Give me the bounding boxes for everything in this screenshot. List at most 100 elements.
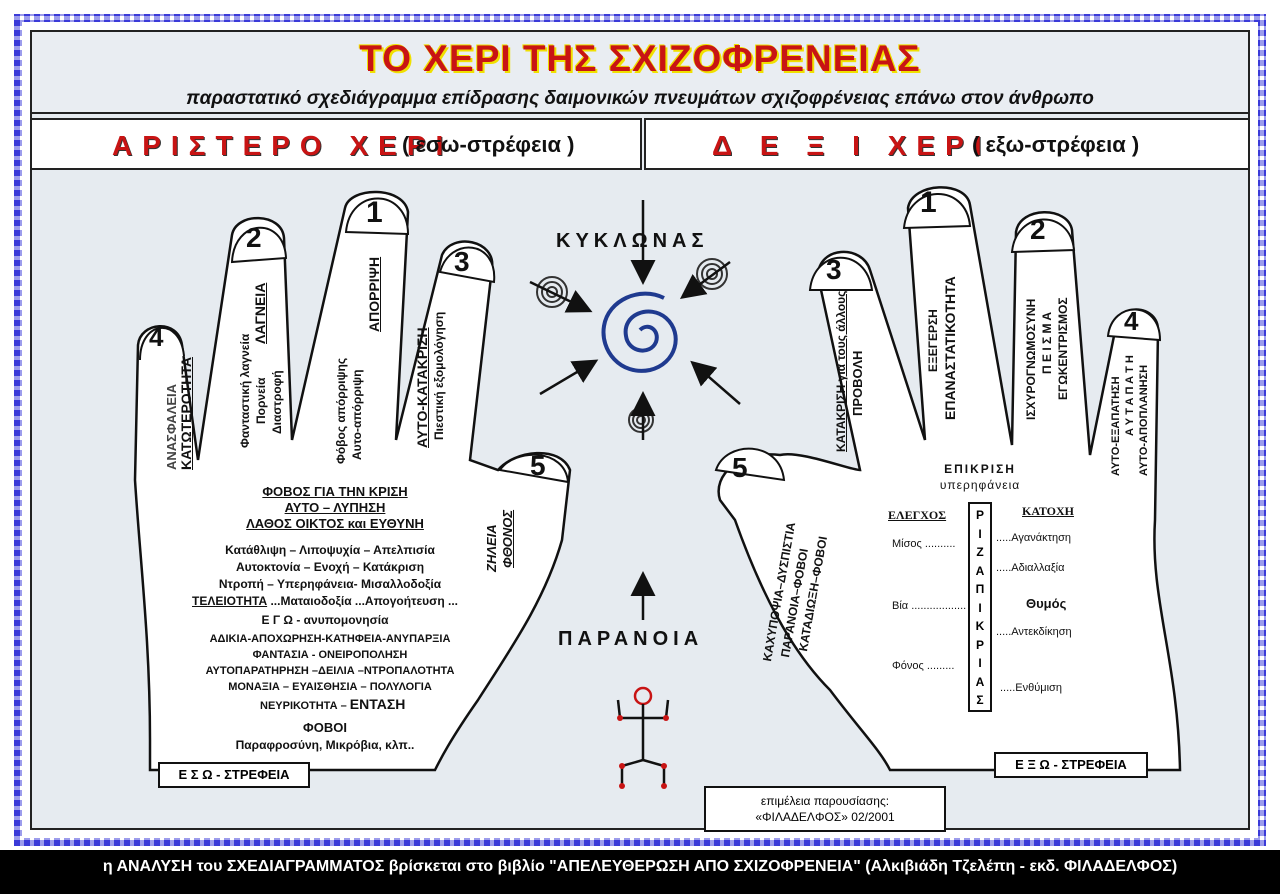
right-finger-4-number: 4 xyxy=(1124,306,1139,336)
riza-letter: Ρ xyxy=(975,637,984,652)
left-palm-l1: ΦΟΒΟΣ ΓΙΑ ΤΗΝ ΚΡΙΣΗ xyxy=(262,484,408,499)
left-finger-5-number: 5 xyxy=(530,450,546,481)
right-f2-peisma: Π Ε Ι Σ Μ Α xyxy=(1040,311,1054,374)
left-hand-heading: ΑΡΙΣΤΕΡΟ ΧΕΡΙ xyxy=(112,130,454,161)
credit-line-2: «ΦΙΛΑΔΕΛΦΟΣ» 02/2001 xyxy=(755,810,895,824)
right-f4-autoapoplanisi: ΑΥΤΟ-ΑΠΟΠΛΑΝΗΣΗ xyxy=(1138,364,1150,476)
right-f4-aftapati: Α Υ Τ Α Π Α Τ Η xyxy=(1124,355,1136,436)
left-palm-l2: ΑΥΤΟ – ΛΥΠΗΣΗ xyxy=(284,500,386,515)
right-hand-heading: Δ Ε Ξ Ι ΧΕΡΙ xyxy=(712,130,992,161)
left-f2-fantastiki: Φανταστική λαγνεία xyxy=(238,333,252,448)
left-palm-nevrikotita: ΝΕΥΡΙΚΟΤΗΤΑ – xyxy=(260,700,347,712)
right-hand-heading-sub: ( εξω-στρέφεια ) xyxy=(972,132,1140,157)
left-finger-3-number: 3 xyxy=(454,246,470,277)
right-finger-2-number: 2 xyxy=(1030,214,1046,245)
right-palm-via: Βία .................. xyxy=(892,600,967,612)
left-palm-l6: Ντροπή – Υπερηφάνεια- Μισαλλοδοξία xyxy=(218,577,442,591)
right-palm-aganaktisi: .....Αγανάκτηση xyxy=(996,532,1072,544)
left-palm-l7: ΤΕΛΕΙΟΤΗΤΑ ...Ματαιοδοξία ...Απογοήτευση… xyxy=(192,594,458,608)
right-finger-3-number: 3 xyxy=(826,254,842,285)
right-f1-epanastatikotita: ΕΠΑΝΑΣΤΑΤΙΚΟΤΗΤΑ xyxy=(942,276,958,420)
riza-letter: Ρ xyxy=(975,508,984,522)
title-box: ΤΟ ΧΕΡΙ ΤΗΣ ΣΧΙΖΟΦΡΕΝΕΙΑΣ παραστατικό σχ… xyxy=(30,30,1250,114)
left-palm-l10: ΦΑΝΤΑΣΙΑ - ΟΝΕΙΡΟΠΟΛΗΣΗ xyxy=(252,649,408,661)
left-finger-1-number: 1 xyxy=(366,196,383,229)
small-spiral-bottom xyxy=(628,407,654,433)
right-f3-provoli: ΠΡΟΒΟΛΗ xyxy=(850,350,865,416)
right-f3-katakrisi: ΚΑΤΑΚΡΙΣΗ για τους άλλους xyxy=(834,290,848,452)
left-palm-l5: Αυτοκτονία – Ενοχή – Κατάκριση xyxy=(235,560,425,574)
right-finger-1-number: 1 xyxy=(920,186,937,219)
right-f4-autoexapatisi: ΑΥΤΟ-ΕΞΑΠΑΤΗΣΗ xyxy=(1110,376,1122,476)
left-palm-l8: Ε Γ Ω - ανυπομονησία xyxy=(261,613,389,627)
left-f1-fovos: Φόβος απόρριψης xyxy=(334,357,348,464)
left-f4-anasfaleia: ΑΝΑΣΦΑΛΕΙΑ xyxy=(164,383,179,470)
riza-letter: Ι xyxy=(978,656,982,670)
riza-letter: Π xyxy=(975,582,985,596)
riza-letter: Α xyxy=(975,674,985,689)
left-palm-l3: ΛΑΘΟΣ ΟΙΚΤΟΣ και ΕΥΘΥΝΗ xyxy=(246,516,424,531)
right-palm-fonos: Φόνος ......... xyxy=(892,660,955,672)
right-palm-elegxos: ΕΛΕΓΧΟΣ xyxy=(888,508,947,522)
right-f2-isxyrognomosyni: ΙΣΧΥΡΟΓΝΩΜΟΣΥΝΗ xyxy=(1024,298,1038,420)
left-f5-zileia: ΖΗΛΕΙΑ xyxy=(484,524,499,572)
right-f2-egokentrismos: ΕΓΩΚΕΝΤΡΙΣΜΟΣ xyxy=(1056,297,1070,400)
left-finger-4-number: 4 xyxy=(149,322,164,352)
cyclone-arrows xyxy=(529,200,741,620)
left-hand-heading-box: ΑΡΙΣΤΕΡΟ ΧΕΡΙ ( εσω-στρέφεια ) xyxy=(30,118,642,170)
left-f3-autokatakrisi: ΑΥΤΟ-ΚΑΤΑΚΡΙΣΗ xyxy=(414,327,430,448)
right-palm-epikrisi: ΕΠΙΚΡΙΣΗ xyxy=(944,462,1016,476)
riza-letter: Ζ xyxy=(976,545,984,559)
left-palm-teleiotita: ΤΕΛΕΙΟΤΗΤΑ xyxy=(192,594,268,608)
right-finger-5-number: 5 xyxy=(732,452,748,483)
left-palm-entasi: ΕΝΤΑΣΗ xyxy=(349,696,406,712)
left-palm-l11: ΑΥΤΟΠΑΡΑΤΗΡΗΣΗ –ΔΕΙΛΙΑ –ΝΤΡΟΠΑΛΟΤΗΤΑ xyxy=(205,665,455,677)
left-palm-l12: ΜΟΝΑΞΙΑ – ΕΥΑΙΣΘΗΣΙΑ – ΠΟΛΥΛΟΓΙΑ xyxy=(228,681,432,693)
right-palm-thymos: Θυμός xyxy=(1026,596,1067,611)
right-hand-heading-box: Δ Ε Ξ Ι ΧΕΡΙ ( εξω-στρέφεια ) xyxy=(644,118,1250,170)
credit-line-1: επιμέλεια παρουσίασης: xyxy=(760,794,890,808)
left-f1-aporripsi: ΑΠΟΡΡΙΨΗ xyxy=(366,256,382,332)
riza-pikrias-column: Ρ Ι Ζ Α Π Ι Κ Ρ Ι Α Σ xyxy=(968,502,992,712)
left-f5-fthonos: ΦΘΟΝΟΣ xyxy=(500,509,515,568)
footer-bar: η ΑΝΑΛΥΣΗ του ΣΧΕΔΙΑΓΡΑΜΜΑΤΟΣ βρίσκεται … xyxy=(0,850,1280,894)
stick-figure-joints xyxy=(617,715,669,789)
small-spiral-right xyxy=(696,258,728,290)
riza-letter: Ι xyxy=(978,600,982,615)
left-palm-l4: Κατάθλιψη – Λιποψυχία – Απελπισία xyxy=(225,543,435,557)
cyclone-spiral xyxy=(601,291,678,373)
left-palm-mataiodoxia: ...Ματαιοδοξία ...Απογοήτευση ... xyxy=(270,594,458,608)
left-palm-l14: ΦΟΒΟΙ xyxy=(303,720,347,735)
riza-letter: Ι xyxy=(978,526,982,541)
left-f1-autoaporripsi: Αυτο-απόρριψη xyxy=(350,369,364,460)
right-palm-misos: Μίσος .......... xyxy=(892,538,956,550)
right-palm-enthymisi: .....Ενθύμιση xyxy=(1000,682,1062,694)
credit-box: επιμέλεια παρουσίασης: «ΦΙΛΑΔΕΛΦΟΣ» 02/2… xyxy=(704,786,946,832)
right-palm-antekdikisi: .....Αντεκδίκηση xyxy=(996,626,1072,638)
riza-letter: Α xyxy=(975,563,985,578)
right-palm-katoxi: ΚΑΤΟΧΗ xyxy=(1022,504,1074,518)
right-palm-yperifaneia: υπερηφάνεια xyxy=(939,478,1021,492)
riza-letter: Κ xyxy=(975,619,985,633)
kyklonas-label: ΚΥΚΛΩΝΑΣ xyxy=(556,230,709,252)
left-f2-diastrofi: Διαστροφή xyxy=(270,370,284,434)
right-f1-exegersi: ΕΞΕΓΕΡΣΗ xyxy=(926,309,940,372)
left-hand-outline xyxy=(133,190,572,772)
left-hand-heading-sub: ( εσω-στρέφεια ) xyxy=(402,132,575,157)
left-f2-porneia: Πορνεία xyxy=(254,377,268,425)
left-palm-l13: ΝΕΥΡΙΚΟΤΗΤΑ – ΕΝΤΑΣΗ xyxy=(260,696,405,712)
left-f4-katoterotita: ΚΑΤΩΤΕΡΟΤΗΤΑ xyxy=(178,357,194,470)
paranoia-label: ΠΑΡΑΝΟΙΑ xyxy=(558,628,704,650)
left-finger-2-number: 2 xyxy=(246,222,262,253)
right-palm-adiallaksia: .....Αδιαλλαξία xyxy=(996,562,1065,574)
left-f2-lagneia: ΛΑΓΝΕΙΑ xyxy=(252,282,268,344)
right-badge: Ε Ξ Ω - ΣΤΡΕΦΕΙΑ xyxy=(994,752,1148,778)
left-badge: Ε Σ Ω - ΣΤΡΕΦΕΙΑ xyxy=(158,762,310,788)
left-f3-piestiki: Πιεστική εξομολόγηση xyxy=(432,311,446,440)
poster-title: ΤΟ ΧΕΡΙ ΤΗΣ ΣΧΙΖΟΦΡΕΝΕΙΑΣ xyxy=(359,38,921,79)
riza-letter: Σ xyxy=(976,693,984,707)
left-palm-l9: ΑΔΙΚΙΑ-ΑΠΟΧΩΡΗΣΗ-ΚΑΤΗΦΕΙΑ-ΑΝΥΠΑΡΞΙΑ xyxy=(209,633,451,645)
poster-subtitle: παραστατικό σχεδιάγραμμα επίδρασης δαιμο… xyxy=(186,88,1094,109)
left-palm-l15: Παραφροσύνη, Μικρόβια, κλπ.. xyxy=(235,738,415,752)
